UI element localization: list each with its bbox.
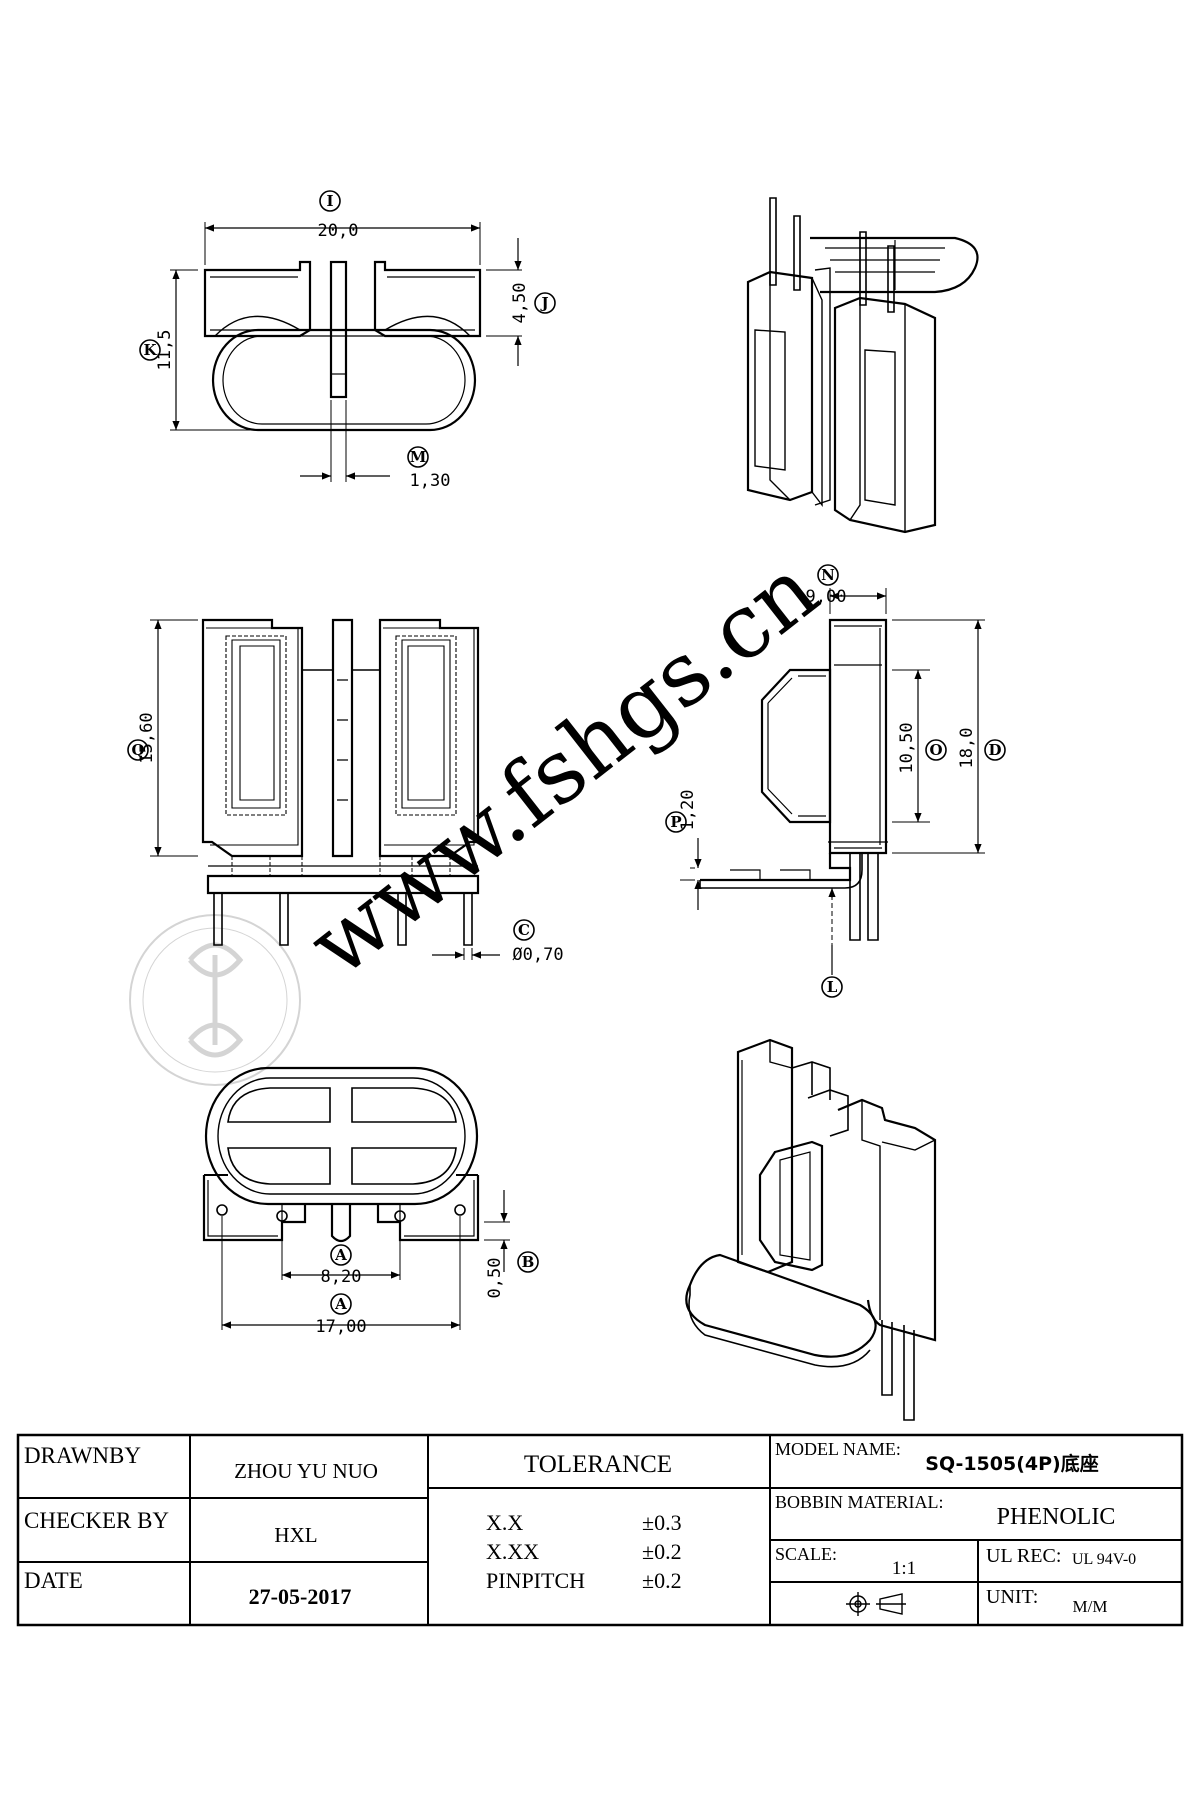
dim-callout-P: P xyxy=(665,811,687,833)
dim-value-M: 1,30 xyxy=(410,471,451,491)
tolerance-value-2: ±0.2 xyxy=(642,1568,682,1593)
dim-value-B: 0,50 xyxy=(485,1258,505,1299)
checker-label: CHECKER BY xyxy=(24,1508,169,1533)
projection-symbol-icon xyxy=(846,1592,906,1616)
tolerance-value-0: ±0.3 xyxy=(642,1510,682,1535)
bottom-view-labels: A 8,20 A 17,00 B 0,50 xyxy=(315,1244,539,1337)
dim-callout-M: M xyxy=(407,446,429,468)
model-name-value: SQ-1505(4P)底座 xyxy=(925,1452,1098,1475)
svg-text:A: A xyxy=(334,1295,347,1313)
dim-value-A1: 17,00 xyxy=(315,1317,366,1337)
watermark-logo xyxy=(129,914,301,1086)
dim-callout-J: J xyxy=(534,292,556,314)
title-block: DRAWNBY ZHOU YU NUO CHECKER BY HXL DATE … xyxy=(16,1433,1184,1627)
dim-value-A2: 8,20 xyxy=(321,1267,362,1287)
dim-value-K: 11,5 xyxy=(155,330,175,371)
side-view xyxy=(680,588,985,975)
svg-text:I: I xyxy=(326,192,333,210)
scale-label: SCALE: xyxy=(775,1544,837,1564)
dim-value-O: 10,50 xyxy=(897,722,917,773)
checker-value: HXL xyxy=(274,1523,317,1547)
dim-value-J: 4,50 xyxy=(510,283,530,324)
bottom-view xyxy=(202,1066,510,1330)
svg-text:D: D xyxy=(988,741,1001,759)
dim-value-Q: 15,60 xyxy=(137,712,157,763)
dim-callout-A2: A xyxy=(330,1244,352,1266)
scale-value: 1:1 xyxy=(892,1558,916,1579)
top-view-labels: I 20,0 J 4,50 K 11,5 M 1,30 xyxy=(139,190,556,491)
svg-text:J: J xyxy=(539,294,548,312)
front-view-labels: Q 15,60 C Ø0,70 xyxy=(127,712,564,965)
dim-callout-D: D xyxy=(984,739,1006,761)
svg-text:O: O xyxy=(929,741,942,759)
dim-callout-C: C xyxy=(513,919,535,941)
iso-view-bottom xyxy=(685,1038,937,1421)
dim-value-N: 9,00 xyxy=(806,587,847,607)
ul-rec-label: UL REC: xyxy=(986,1545,1061,1567)
dim-value-C: Ø0,70 xyxy=(512,945,563,965)
date-value: 27-05-2017 xyxy=(249,1584,352,1609)
drawn-by-value: ZHOU YU NUO xyxy=(234,1459,378,1483)
front-view xyxy=(150,618,500,960)
iso-view-top xyxy=(746,197,979,534)
model-name-label: MODEL NAME: xyxy=(775,1439,901,1459)
tolerance-label-1: X.XX xyxy=(486,1539,539,1564)
dim-callout-N: N xyxy=(817,564,839,586)
ul-rec-value: UL 94V-0 xyxy=(1072,1551,1136,1568)
svg-text:B: B xyxy=(522,1253,535,1271)
dim-value-D: 18,0 xyxy=(957,728,977,769)
svg-text:C: C xyxy=(518,921,530,939)
dim-value-P: 1,20 xyxy=(678,790,698,831)
dim-callout-A1: A xyxy=(330,1293,352,1315)
dim-callout-K: K xyxy=(139,339,161,361)
bobbin-material-label: BOBBIN MATERIAL: xyxy=(775,1492,944,1512)
date-label: DATE xyxy=(24,1568,83,1593)
top-view xyxy=(170,222,522,482)
svg-text:K: K xyxy=(143,341,157,359)
svg-text:A: A xyxy=(334,1246,347,1264)
dim-callout-O: O xyxy=(925,739,947,761)
side-view-labels: N 9,00 O 10,50 D 18,0 P 1,20 L xyxy=(665,564,1006,998)
svg-text:P: P xyxy=(670,813,681,831)
svg-text:Q: Q xyxy=(131,741,144,759)
bobbin-material-value: PHENOLIC xyxy=(997,1504,1116,1530)
watermark-text: www.fshgs.cn xyxy=(290,538,837,997)
dim-callout-Q: Q xyxy=(127,739,149,761)
unit-value: M/M xyxy=(1073,1597,1108,1616)
drawn-by-label: DRAWNBY xyxy=(24,1443,141,1468)
tolerance-value-1: ±0.2 xyxy=(642,1539,682,1564)
tolerance-label-0: X.X xyxy=(486,1510,523,1535)
svg-text:N: N xyxy=(821,566,835,584)
svg-text:M: M xyxy=(410,448,427,466)
dim-callout-I: I xyxy=(319,190,341,212)
svg-text:L: L xyxy=(827,978,838,996)
dim-callout-L: L xyxy=(821,976,843,998)
tolerance-label-2: PINPITCH xyxy=(486,1568,585,1593)
tolerance-title: TOLERANCE xyxy=(524,1451,672,1478)
dim-callout-B: B xyxy=(517,1251,539,1273)
unit-label: UNIT: xyxy=(986,1586,1038,1608)
dim-value-I: 20,0 xyxy=(318,221,359,241)
